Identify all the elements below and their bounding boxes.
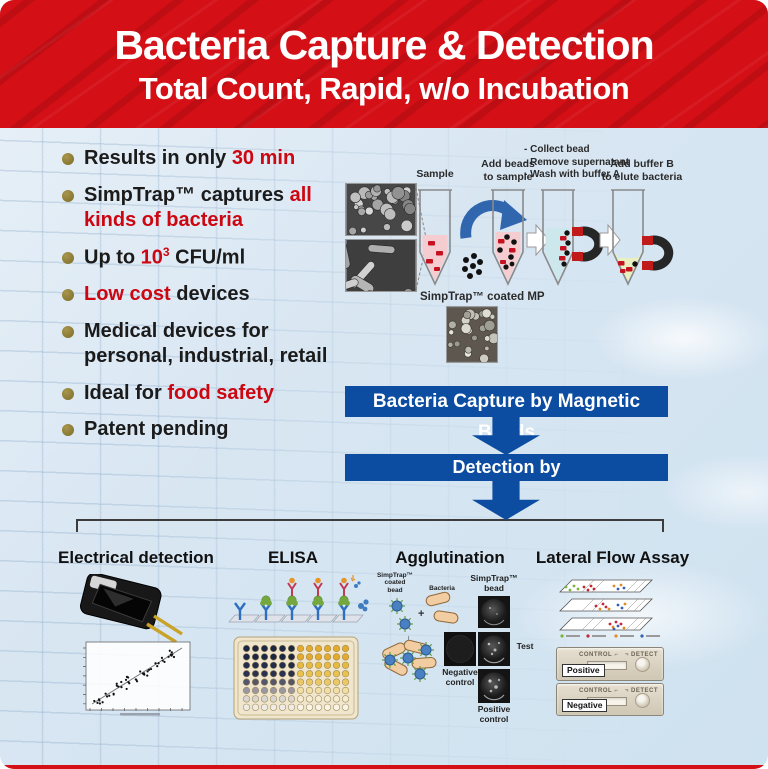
add-beads-arrow-icon — [460, 200, 527, 239]
positive-control-label: Positive control — [477, 704, 511, 724]
cassette-well — [635, 693, 650, 708]
sem-image-rods — [345, 239, 417, 292]
lfa-cassette-negative: CONTROL ⌐ ¬ DETECT Negative — [556, 683, 664, 716]
bullet-icon — [62, 387, 74, 400]
lfa-cassette-positive: CONTROL ⌐ ¬ DETECT Positive — [556, 647, 664, 681]
page-subtitle: Total Count, Rapid, w/o Incubation — [138, 70, 630, 106]
cassette-well — [635, 657, 650, 672]
sem-image-cocci — [345, 183, 417, 236]
bacteria-cluster-icon — [358, 599, 369, 612]
step1-label: Sample — [416, 168, 454, 180]
feature-bullet-list: Results in only 30 min SimpTrap™ capture… — [62, 146, 352, 454]
bullet-icon — [62, 325, 74, 338]
flow-down-arrow-icon — [472, 481, 540, 520]
coated-mp-label: SimpTrap™ coated MP — [420, 291, 545, 303]
step2-label: Add beads to sample — [481, 158, 535, 184]
tube-elute — [611, 189, 645, 286]
branch-bracket — [76, 519, 664, 532]
positive-control-photo — [478, 669, 510, 703]
method-title-elisa: ELISA — [267, 548, 319, 567]
bullet-medical: Medical devices for personal, industrial… — [62, 319, 352, 370]
bullet-results: Results in only 30 min — [62, 146, 352, 172]
method-title-lfa: Lateral Flow Assay — [535, 548, 690, 567]
tube-beads-added — [491, 189, 525, 286]
negative-result-label: Negative — [562, 699, 608, 712]
test-label: Test — [516, 641, 534, 651]
bullet-patent: Patent pending — [62, 417, 352, 443]
bullet-icon — [62, 424, 74, 437]
coated-bead-label: SimpTrap™ coated bead — [376, 572, 414, 594]
magnetic-capture-diagram — [415, 187, 674, 291]
microplate-image — [233, 636, 359, 720]
magnet-icon — [572, 226, 604, 262]
step4-label: Add buffer B to elute bacteria — [601, 158, 683, 184]
svg-text:+: + — [418, 608, 424, 620]
lfa-strips-diagram — [559, 579, 660, 638]
step-arrow-icon — [599, 223, 621, 257]
bullet-icon — [62, 289, 74, 302]
bullet-icon — [62, 189, 74, 202]
test-photo — [478, 632, 510, 666]
bead-photo — [478, 596, 510, 628]
elisa-sandwich-diagram — [228, 575, 369, 623]
bullet-icon — [62, 251, 74, 264]
bead-photo-label: SimpTrap™ bead — [470, 573, 518, 593]
negative-control-label: Negative control — [442, 667, 478, 687]
bullet-simptrap: SimpTrap™ captures all kinds of bacteria — [62, 183, 352, 234]
bacteria-label: Bacteria — [429, 585, 455, 592]
sem-image-coated-beads — [446, 306, 498, 363]
tube-wash — [541, 189, 575, 286]
bullet-cfu: Up to 103 CFU/ml — [62, 245, 352, 271]
method-title-agglutination: Agglutination — [395, 548, 505, 567]
detection-banner: Detection by — [345, 454, 668, 481]
agglutination-diagram: +↓ — [382, 591, 510, 703]
method-title-electrical: Electrical detection — [58, 548, 214, 567]
step3-label: - Collect bead - Remove supernatant - Wa… — [524, 144, 630, 180]
bullet-icon — [62, 153, 74, 165]
bottom-red-strip — [0, 765, 768, 769]
scatter-plot-image — [83, 641, 191, 716]
negative-control-photo — [444, 632, 476, 666]
electrical-device-image — [80, 574, 183, 644]
bead-cluster-icon — [462, 253, 483, 279]
magnet-icon — [642, 235, 674, 271]
positive-result-label: Positive — [562, 664, 605, 677]
header-texture — [0, 0, 768, 128]
page-title: Bacteria Capture & Detection — [114, 21, 654, 68]
bullet-lowcost: Low cost devices — [62, 282, 352, 308]
header-banner: Bacteria Capture & Detection Total Count… — [0, 0, 768, 128]
bullet-foodsafety: Ideal for food safety — [62, 381, 352, 407]
tube-sample — [418, 189, 452, 286]
capture-banner: Bacteria Capture by Magnetic Beads — [345, 386, 668, 443]
svg-text:↓: ↓ — [406, 633, 412, 645]
